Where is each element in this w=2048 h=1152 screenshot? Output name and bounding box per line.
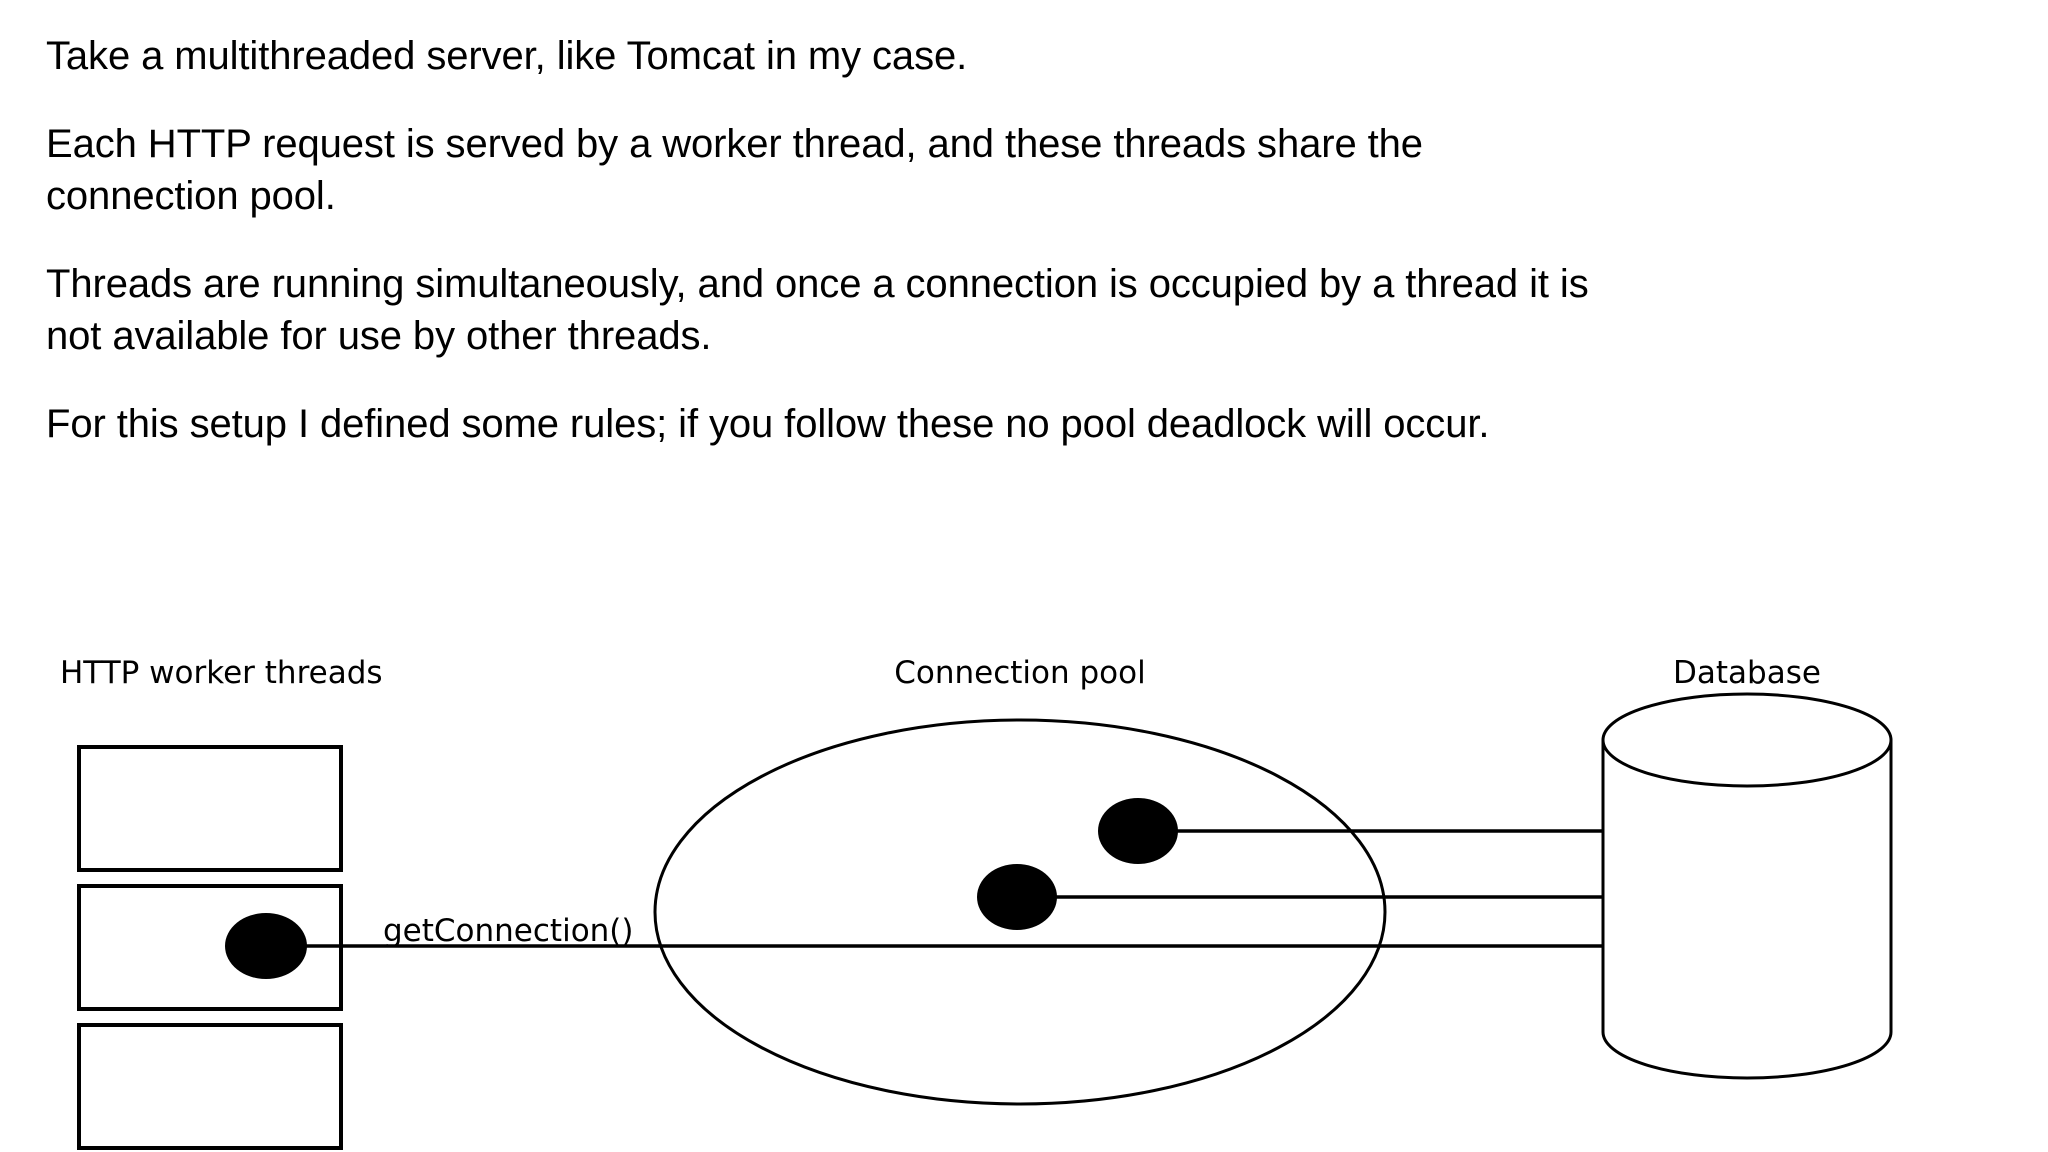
explanation-text: Take a multithreaded server, like Tomcat… — [46, 30, 2026, 450]
thread-box-2[interactable] — [77, 884, 343, 1011]
paragraph-1: Take a multithreaded server, like Tomcat… — [46, 34, 968, 78]
database-cylinder-top — [1601, 692, 1893, 788]
paragraph-4: For this setup I defined some rules; if … — [46, 402, 1490, 446]
paragraph-3: Threads are running simultaneously, and … — [46, 262, 1589, 358]
edge-label-get-connection: getConnection() — [383, 913, 634, 949]
label-connection-pool: Connection pool — [894, 655, 1145, 691]
database-cylinder-body — [1601, 738, 1893, 1080]
thread-held-connection-dot — [225, 913, 307, 979]
label-http-worker-threads: HTTP worker threads — [60, 655, 383, 691]
connection-pool-boundary — [653, 718, 1387, 1106]
thread-box-1[interactable] — [77, 745, 343, 872]
connection-1-dot — [1098, 798, 1178, 864]
connection-2-dot — [977, 864, 1057, 930]
thread-box-3[interactable] — [77, 1023, 343, 1150]
label-database: Database — [1673, 655, 1821, 691]
paragraph-2: Each HTTP request is served by a worker … — [46, 122, 1423, 218]
